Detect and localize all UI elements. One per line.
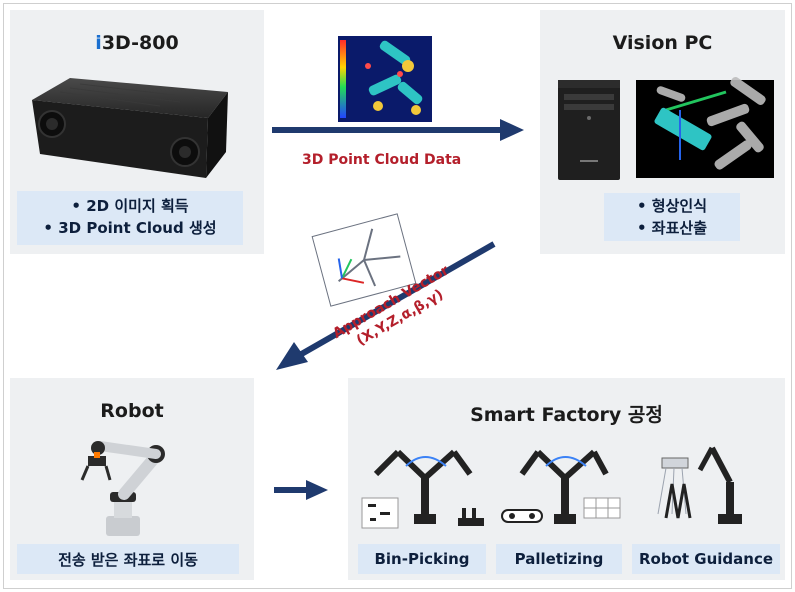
process-bin-picking: Bin-Picking: [358, 544, 486, 574]
vision-pc-tower-image: [558, 80, 620, 180]
diagram-frame: [3, 3, 792, 589]
smart-factory-title: Smart Factory 공정: [470, 404, 663, 426]
robot-panel: Robot 전송 받은 좌표로 이동: [10, 378, 254, 580]
arrow-robot-to-factory: [274, 480, 328, 500]
process-palletizing: Palletizing: [496, 544, 622, 574]
i3d-camera-image: [32, 78, 228, 178]
i3d-title: i3D-800: [95, 32, 179, 54]
coordinate-axes-image: [311, 213, 417, 307]
i3d-bullet-1: • 2D 이미지 획득: [71, 197, 189, 215]
robot-arm-image: [80, 441, 165, 536]
arrow-approach-vector: [276, 241, 496, 370]
point-cloud-image: [338, 36, 432, 122]
vision-pc-screen-image: [636, 77, 774, 178]
palletizing-icon: [501, 449, 621, 524]
smart-factory-panel: Smart Factory 공정 Bin-Pickin: [348, 378, 785, 580]
bin-picking-icon: [361, 449, 484, 529]
vision-pc-bullet-2: • 좌표산출: [636, 219, 707, 237]
robot-caption: 전송 받은 좌표로 이동: [17, 544, 239, 574]
i3d-bullet-2: • 3D Point Cloud 생성: [43, 219, 217, 237]
process-robot-guidance: Robot Guidance: [632, 544, 780, 574]
vision-pc-bullets: • 형상인식 • 좌표산출: [604, 193, 740, 241]
arrow-point-cloud: [272, 119, 524, 141]
i3d-bullets: • 2D 이미지 획득 • 3D Point Cloud 생성: [17, 191, 243, 245]
arrow-point-cloud-label: 3D Point Cloud Data: [302, 152, 462, 168]
i3d-panel: i3D-800 • 2D 이미지 획득 • 3D Point Cloud 생성: [10, 10, 264, 254]
robot-guidance-icon: [657, 446, 742, 524]
robot-title: Robot: [100, 400, 164, 422]
vision-pc-bullet-1: • 형상인식: [636, 197, 707, 215]
vision-pc-title: Vision PC: [612, 32, 713, 54]
vision-pc-panel: Vision PC • 형상인식 • 좌표산출: [540, 10, 785, 254]
